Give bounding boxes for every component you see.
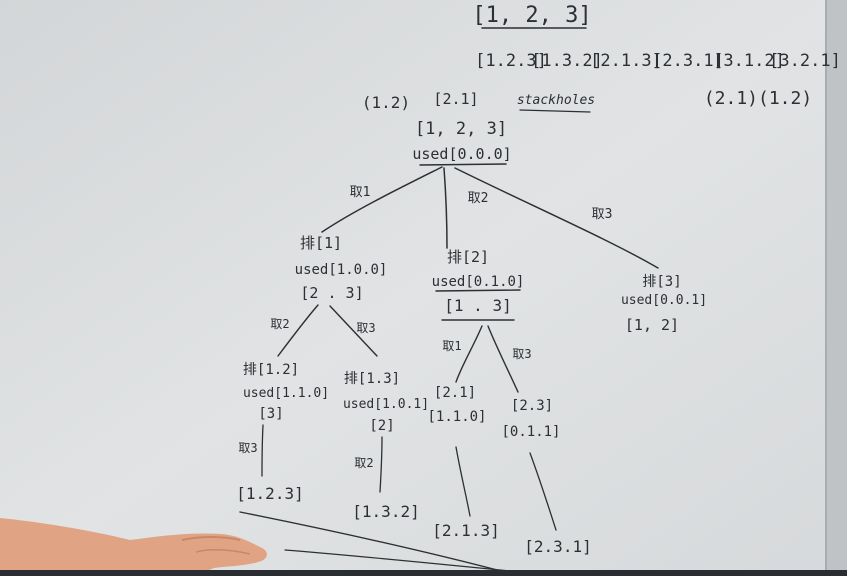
permutation: [1.3.2] [531, 51, 603, 71]
root-right-word: stackholes [517, 93, 595, 108]
node-used: used[0.0.0] [412, 145, 511, 163]
edge-label: 取3 [238, 441, 257, 455]
tree-node-level1: 排[3] used[0.0.1] [1, 2] [621, 274, 707, 334]
edge-label: 取3 [356, 321, 375, 335]
node-used: used[1.0.1] [343, 397, 429, 412]
permutation: [3.2.1] [769, 51, 841, 71]
tree-node-level2: 排[1.2] used[1.1.0] [3] [243, 362, 329, 422]
presenter-hand [0, 518, 267, 576]
node-remaining: [2 . 3] [300, 284, 363, 302]
node-path: [2.1] [434, 385, 476, 401]
tree-node-level1: 排[2] used[0.1.0] [1 . 3] [432, 248, 525, 321]
permutation: [1.2.3] [475, 51, 547, 71]
level2-edges: 取2 取3 取1 取3 [270, 304, 532, 393]
node-used: used[0.0.1] [621, 293, 707, 308]
node-remaining: [1, 2] [625, 316, 679, 334]
node-remaining: [2] [369, 418, 394, 434]
node-remaining: [1 . 3] [444, 296, 511, 315]
tree-leaves: [1.2.3] [1.3.2] [2.1.3] [2.3.1] [236, 484, 591, 556]
leaf-permutation: [1.2.3] [236, 484, 303, 503]
permutation: [2.1.3] [590, 51, 662, 71]
node-path: [2.3] [511, 398, 553, 414]
node-used: [0.1.1] [501, 424, 560, 440]
edge-label: 取1 [442, 339, 461, 353]
tree-node-level2: [2.1] [1.1.0] [427, 385, 486, 425]
all-permutations: [1.2.3] [1.3.2] [2.1.3] [2.3.1] [3.1.2] … [475, 51, 841, 71]
root-left-note: (1.2) [362, 93, 410, 112]
node-path: 排[1] [300, 234, 342, 252]
input-set: [1, 2, 3] [472, 3, 591, 28]
edge-label: 取3 [592, 207, 613, 222]
edge-label: 取1 [350, 185, 371, 200]
edge-label: 取2 [354, 456, 373, 470]
tree-root: [1, 2, 3] used[0.0.0] [412, 119, 512, 166]
edge-label: 取2 [468, 191, 489, 206]
edge-label: 取3 [512, 347, 531, 361]
node-path: [1, 2, 3] [415, 119, 507, 139]
level3-edges: 取3 取2 [238, 424, 557, 531]
node-path: 排[3] [642, 274, 681, 290]
permutation: [3.1.2] [713, 51, 785, 71]
node-used: used[1.1.0] [243, 386, 329, 401]
node-remaining: [3] [258, 406, 283, 422]
permutation: [2.3.1] [652, 51, 724, 71]
board-bottom-edge [0, 570, 847, 576]
edge-label: 取2 [270, 317, 289, 331]
tree-node-level2: 排[1.3] used[1.0.1] [2] [343, 371, 429, 434]
node-path: 排[1.3] [344, 371, 400, 387]
node-used: [1.1.0] [427, 409, 486, 425]
top-right-notes: (2.1)(1.2) [704, 88, 812, 109]
leaf-permutation: [2.3.1] [524, 537, 591, 556]
node-used: used[0.1.0] [432, 274, 525, 290]
node-path: 排[1.2] [243, 362, 299, 378]
level1-edges: 取1 取2 取3 [321, 166, 659, 269]
leaf-permutation: [2.1.3] [432, 521, 499, 540]
board-frame [826, 0, 847, 576]
node-path: 排[2] [447, 248, 489, 266]
tree-node-level1: 排[1] used[1.0.0] [2 . 3] [295, 234, 388, 302]
root-top-note: [2.1] [433, 90, 478, 108]
leaf-permutation: [1.3.2] [352, 502, 419, 521]
tree-node-level2: [2.3] [0.1.1] [501, 398, 560, 440]
node-used: used[1.0.0] [295, 262, 388, 278]
